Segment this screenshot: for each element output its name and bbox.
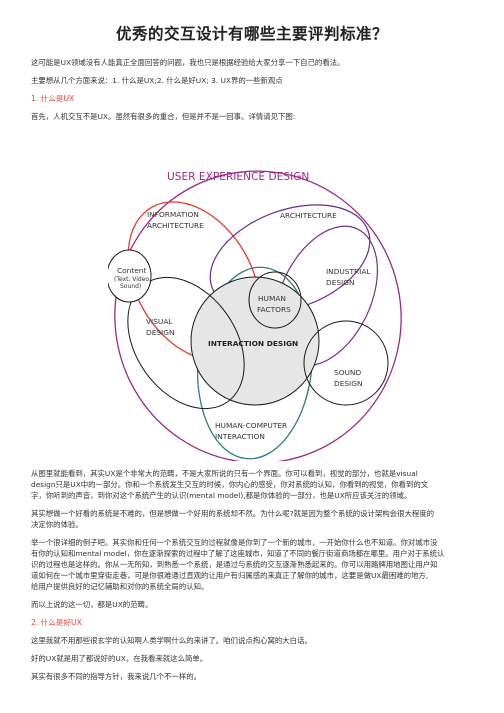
content-sub-2: Sound)	[120, 283, 141, 290]
article-title: 优秀的交互设计有哪些主要评判标准？	[115, 25, 388, 43]
section-2-p3: 其实有很多不同的指导方针，我来说几个不一样的。	[31, 672, 201, 681]
interaction-label: INTERACTION DESIGN	[208, 339, 298, 348]
sound-label-1: SOUND	[334, 368, 361, 377]
ux-ellipse	[114, 170, 402, 461]
content-sub-1: (Text, Video,	[114, 276, 151, 283]
ux-venn-diagram: USER EXPERIENCE DESIGN INFORMATION ARCHI…	[108, 163, 404, 461]
architecture-label: ARCHITECTURE	[280, 211, 337, 220]
body-p1-line-3: 字，你听到的声音，到你对这个系统产生的认识(mental model),都是你体…	[31, 491, 412, 500]
human-factors-label-1: HUMAN	[258, 294, 286, 303]
content-ellipse	[108, 249, 152, 303]
hci-label-2: INTERACTION	[215, 432, 265, 441]
body-p3-line-2: 有你的认知和mental model，你在逐渐探索的过程中了解了这座城市，知道了…	[31, 549, 445, 558]
body-p3-line-1: 举一个很详细的例子吧。其实你和任何一个系统交互的过程就像是你到了一个新的城市，一…	[31, 538, 438, 547]
human-factors-ellipse	[248, 271, 302, 329]
body-block: 从图里就能看到，其实UX是个非常大的范畴，不是大家所说的只有一个界面。你可以看到…	[31, 468, 481, 682]
body-p3-line-5: 给用户提供良好的记忆辅助和对你的系统全局的认知。	[31, 582, 209, 591]
section-1-lead: 首先，人机交互不是UX。虽然有很多的重合，但是并不是一回事。详情请见下图:	[31, 112, 296, 121]
sound-label-2: DESIGN	[334, 379, 363, 388]
ia-label-2: ARCHITECTURE	[147, 221, 204, 230]
human-factors-label-2: FACTORS	[257, 305, 291, 314]
intro-line-1: 这可能是UX领域没有人能真正全面回答的问题，我也只是根据经验给大家分享一下自己的…	[31, 58, 345, 67]
visual-label-1: VISUAL	[146, 317, 173, 326]
hci-label-1: HUMAN-COMPUTER	[215, 421, 287, 430]
section-2-heading: 2. 什么是好UX	[31, 618, 82, 627]
content-label: Content	[117, 266, 146, 275]
sound-circle	[303, 320, 389, 406]
body-p1-line-1: 从图里就能看到，其实UX是个非常大的范畴，不是大家所说的只有一个界面。你可以看到…	[31, 469, 418, 478]
section-1-heading: 1. 什么是UX	[31, 94, 75, 103]
intro-block: 这可能是UX领域没有人能真正全面回答的问题，我也只是根据经验给大家分享一下自己的…	[31, 57, 481, 122]
industrial-label-1: INDUSTRIAL	[326, 267, 371, 276]
ia-label-1: INFORMATION	[147, 210, 199, 219]
ux-venn-svg: USER EXPERIENCE DESIGN INFORMATION ARCHI…	[108, 170, 402, 461]
visual-label-2: DESIGN	[146, 328, 175, 337]
ux-title-label: USER EXPERIENCE DESIGN	[167, 171, 309, 183]
body-p3-line-3: 识的过程也是这样的。你从一无所知，到熟悉一个系统，是通过与系统的交互逐渐熟悉起来…	[31, 560, 438, 569]
body-p3-line-4: 道如何在一个城市里穿街走巷，可是你很难通过直观的让用户有归属感的来真正了解你的城…	[31, 571, 429, 580]
body-p2-line-2: 决定你的体验。	[31, 520, 83, 529]
body-p4: 而以上说的这一切，都是UX的范畴。	[31, 600, 153, 609]
body-p1-line-2: design只是UX中的一部分。你和一个系统发生交互的时候，你内心的感受，你对系…	[31, 480, 429, 489]
industrial-label-2: DESIGN	[326, 278, 355, 287]
section-2-p1: 这里我就不用那些很玄学的认知啊人类学啊什么的来讲了。咱们说点掏心窝的大白话。	[31, 636, 312, 645]
section-2-p2: 好的UX就是用了都说好的UX，在我看来就这么简单。	[31, 654, 208, 663]
body-p2-line-1: 其实想做一个好看的系统是不难的，但是想做一个好用的系统却不然。为什么呢?就是因为…	[31, 509, 435, 518]
intro-line-2: 主要想从几个方面来说：1. 什么是UX;2. 什么是好UX; 3. UX界的一些…	[31, 76, 283, 85]
